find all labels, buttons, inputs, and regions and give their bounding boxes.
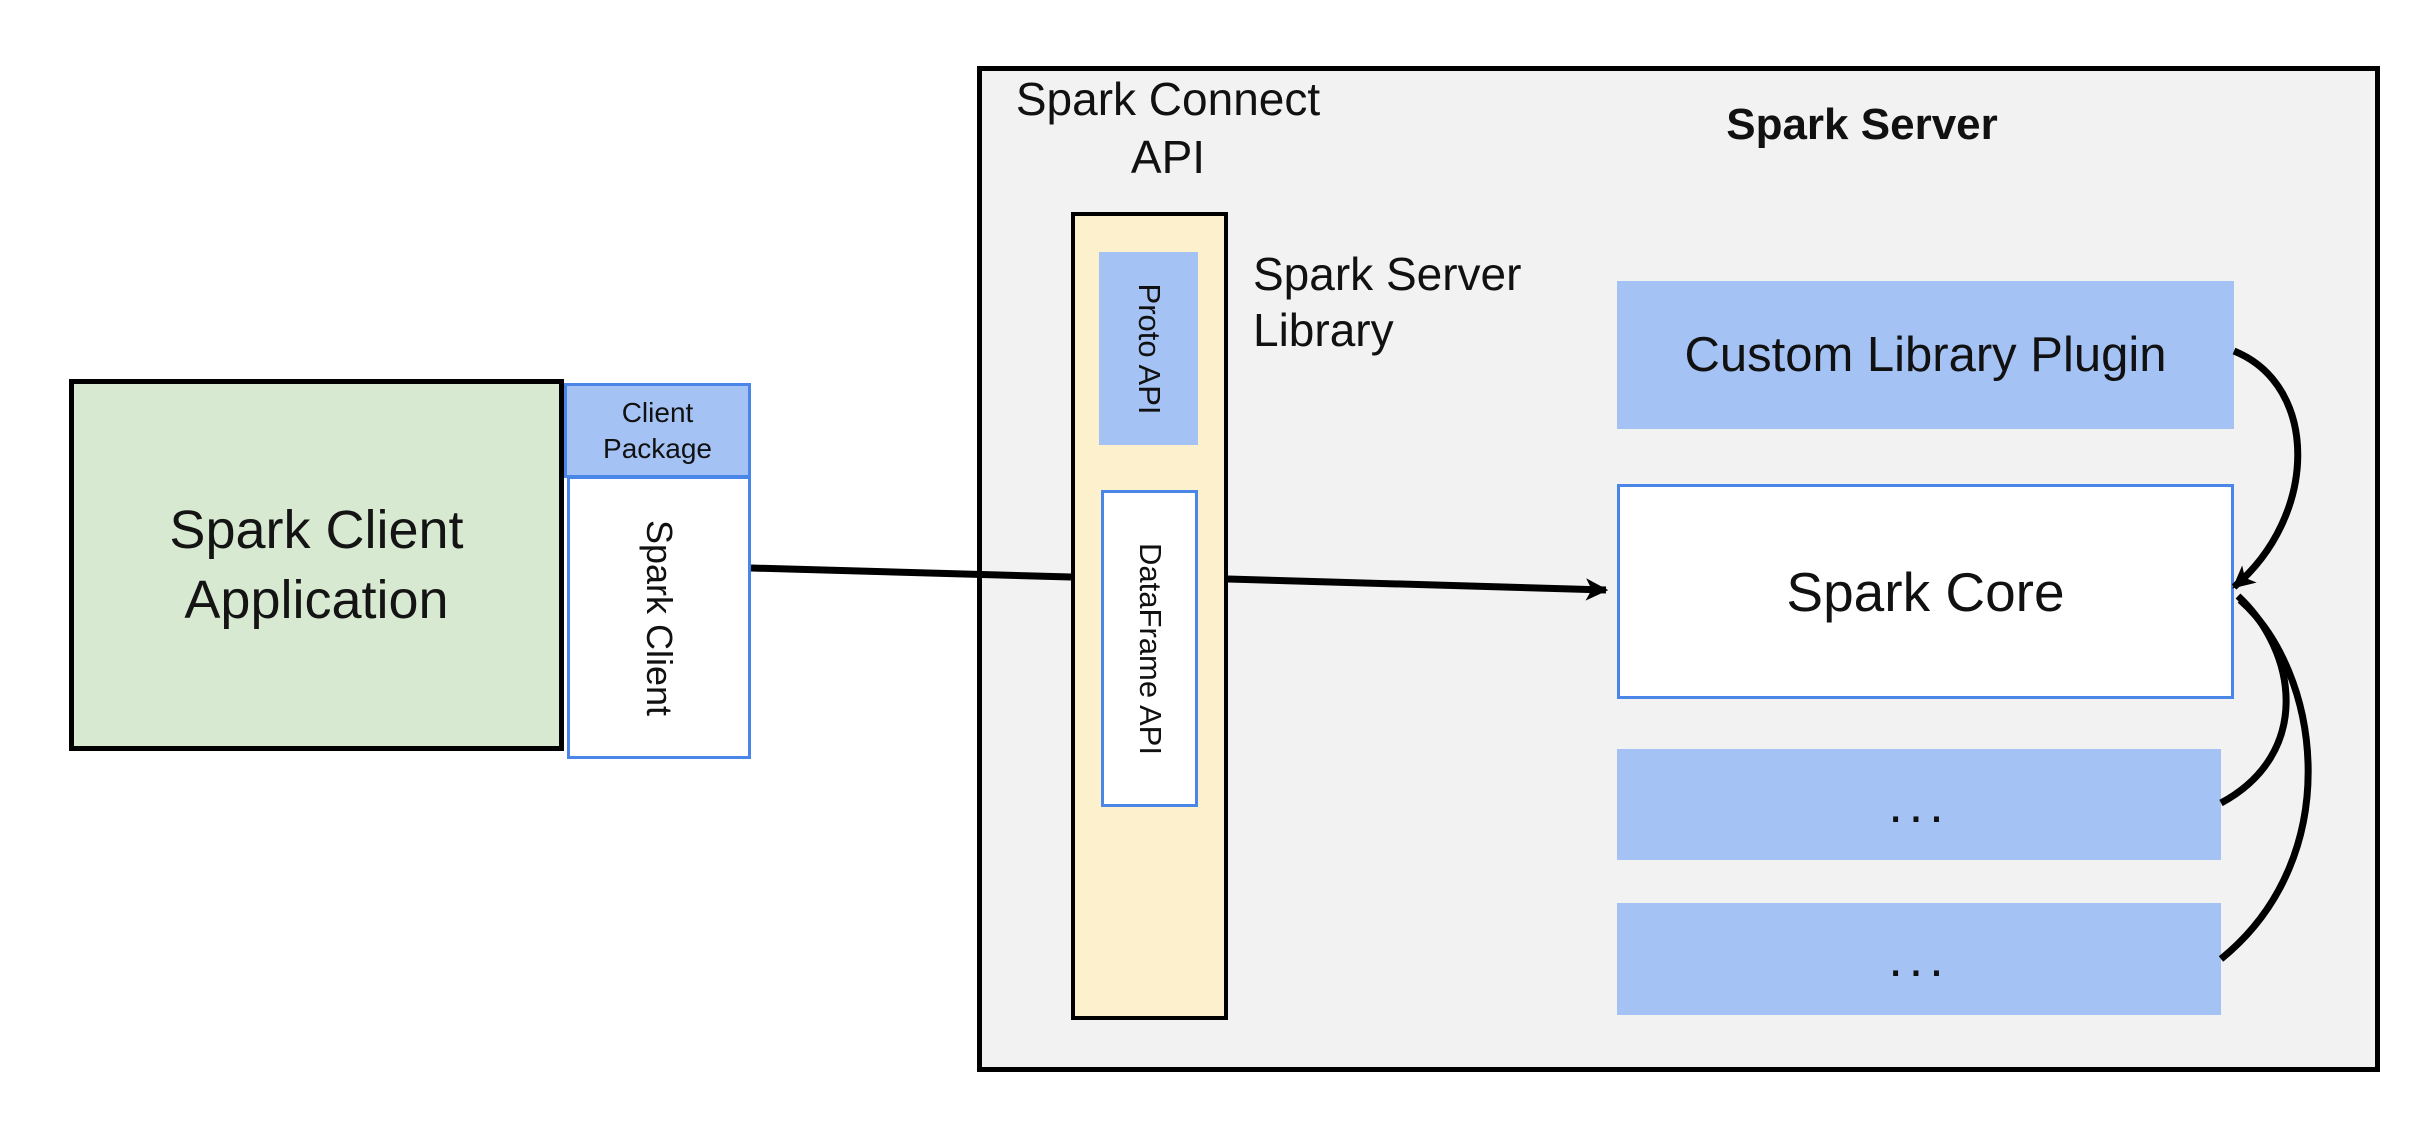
custom-library-plugin-box: Custom Library Plugin <box>1617 281 2234 429</box>
spark-client-application-label: Spark Client Application <box>169 500 464 630</box>
client-package-label: Client Package <box>603 396 712 464</box>
dataframe-api-label: DataFrame API <box>1132 542 1168 755</box>
proto-api-box: Proto API <box>1099 252 1198 445</box>
more-plugins-box-1: ... <box>1617 749 2221 860</box>
spark-server-title: Spark Server <box>1726 100 1998 149</box>
custom-library-plugin-label: Custom Library Plugin <box>1684 328 2167 382</box>
spark-client-box: Spark Client <box>567 476 751 759</box>
spark-core-box: Spark Core <box>1617 484 2234 699</box>
spark-client-application-box: Spark Client Application <box>69 379 564 751</box>
more-plugins-box-2: ... <box>1617 903 2221 1015</box>
more-plugins-label-1: ... <box>1888 775 1950 834</box>
proto-api-label: Proto API <box>1131 283 1167 414</box>
dataframe-api-box: DataFrame API <box>1101 490 1198 807</box>
spark-connect-api-title: Spark Connect API <box>1015 73 1321 183</box>
spark-server-library-label: Spark Server Library <box>1253 248 1522 356</box>
client-package-box: Client Package <box>564 383 751 478</box>
spark-core-label: Spark Core <box>1786 560 2065 623</box>
spark-client-label: Spark Client <box>639 519 680 716</box>
more-plugins-label-2: ... <box>1888 930 1950 988</box>
